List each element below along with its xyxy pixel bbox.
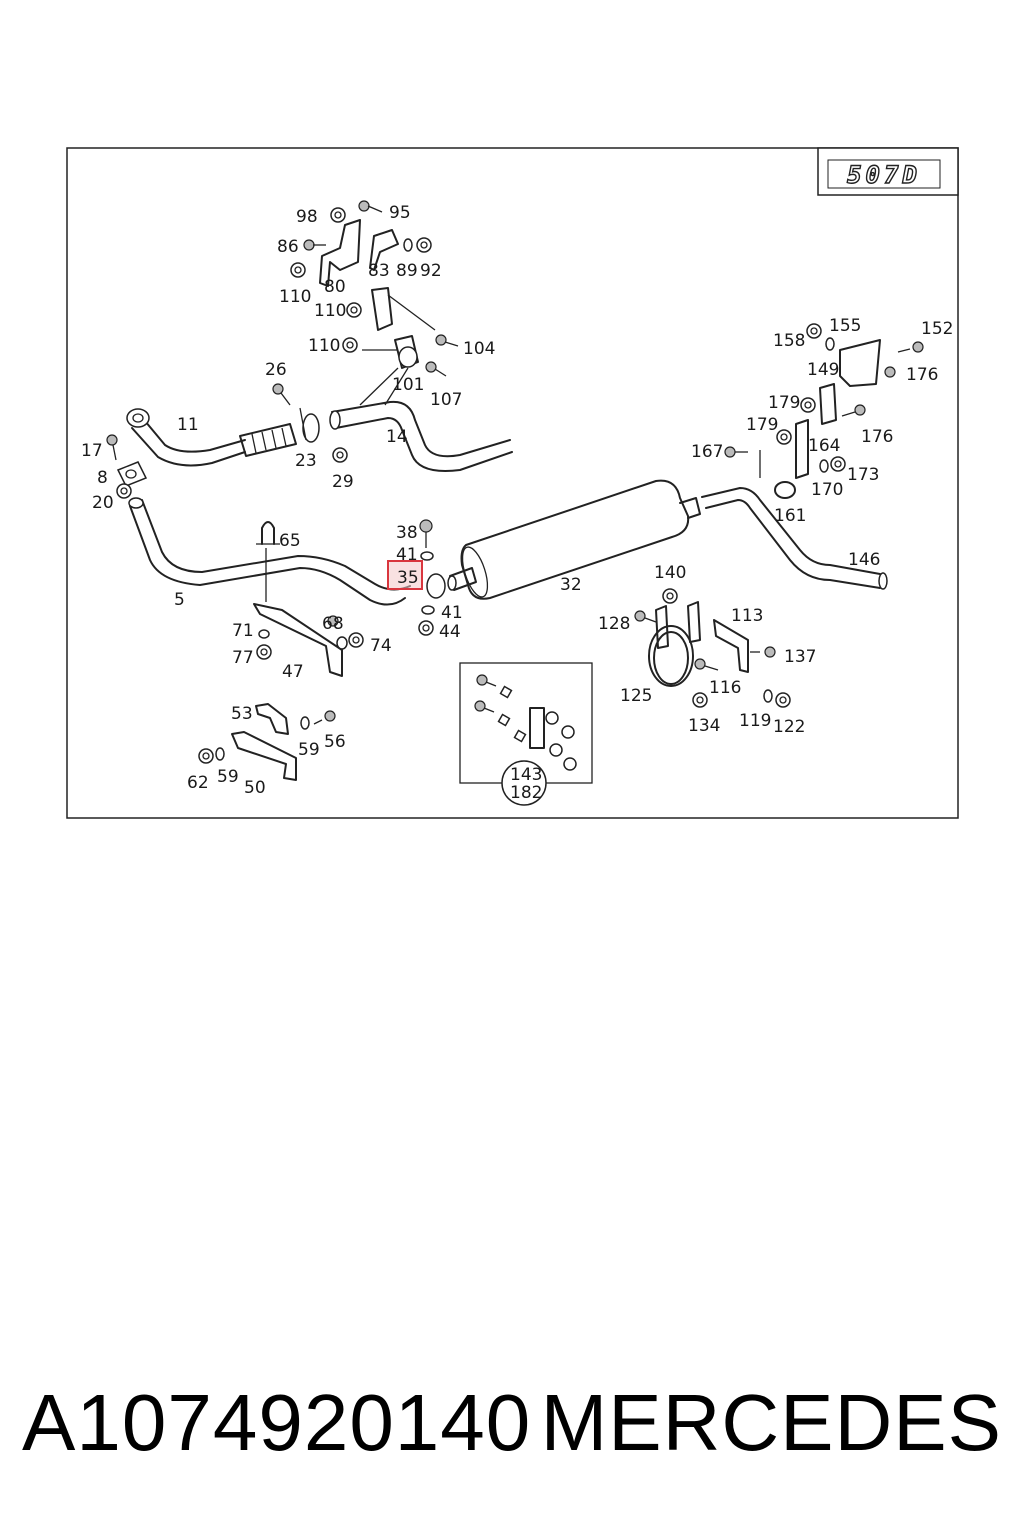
callout-119[interactable]: 119 bbox=[739, 711, 771, 731]
caption-bar: A1074920140 MERCEDES bbox=[0, 1368, 1024, 1478]
callout-62[interactable]: 62 bbox=[187, 773, 209, 793]
callout-101[interactable]: 101 bbox=[392, 375, 424, 395]
callout-158[interactable]: 158 bbox=[773, 331, 805, 351]
callout-59-b[interactable]: 59 bbox=[217, 767, 239, 787]
callout-56[interactable]: 56 bbox=[324, 732, 346, 752]
callout-38[interactable]: 38 bbox=[396, 523, 418, 543]
callout-176-a[interactable]: 176 bbox=[906, 365, 938, 385]
callout-68[interactable]: 68 bbox=[322, 614, 344, 634]
callout-128[interactable]: 128 bbox=[598, 614, 630, 634]
callout-86[interactable]: 86 bbox=[277, 237, 299, 257]
callout-113[interactable]: 113 bbox=[731, 606, 763, 626]
callout-140[interactable]: 140 bbox=[654, 563, 686, 583]
front-pipes bbox=[106, 383, 513, 781]
callout-143[interactable]: 143 bbox=[510, 765, 542, 785]
part-number: A1074920140 bbox=[22, 1378, 532, 1467]
callout-92[interactable]: 92 bbox=[420, 261, 442, 281]
part-highlight-box bbox=[387, 560, 423, 590]
callout-161[interactable]: 161 bbox=[774, 506, 806, 526]
callout-47[interactable]: 47 bbox=[282, 662, 304, 682]
callout-146[interactable]: 146 bbox=[848, 550, 880, 570]
callout-23[interactable]: 23 bbox=[295, 451, 317, 471]
callout-173[interactable]: 173 bbox=[847, 465, 879, 485]
callout-59-a[interactable]: 59 bbox=[298, 740, 320, 760]
rear-hanger-assembly bbox=[634, 588, 791, 708]
upper-rear-hanger-assembly bbox=[724, 323, 924, 499]
kit-callout-circle bbox=[501, 760, 547, 806]
callout-35[interactable]: 35 bbox=[397, 568, 419, 588]
callout-179-a[interactable]: 179 bbox=[768, 393, 800, 413]
callout-17[interactable]: 17 bbox=[81, 441, 103, 461]
brand-name: MERCEDES bbox=[540, 1378, 1002, 1467]
callout-107[interactable]: 107 bbox=[430, 390, 462, 410]
callout-65[interactable]: 65 bbox=[279, 531, 301, 551]
callout-110-a[interactable]: 110 bbox=[279, 287, 311, 307]
callout-182[interactable]: 182 bbox=[510, 783, 542, 803]
callout-170[interactable]: 170 bbox=[811, 480, 843, 500]
callout-179-b[interactable]: 179 bbox=[746, 415, 778, 435]
model-badge: 507D bbox=[817, 147, 959, 196]
callout-152[interactable]: 152 bbox=[921, 319, 953, 339]
callout-14[interactable]: 14 bbox=[386, 427, 408, 447]
callout-71[interactable]: 71 bbox=[232, 621, 254, 641]
callout-20[interactable]: 20 bbox=[92, 493, 114, 513]
exhaust-system-diagram: 507D bbox=[66, 147, 959, 819]
callout-11[interactable]: 11 bbox=[177, 415, 199, 435]
callout-164[interactable]: 164 bbox=[808, 436, 840, 456]
callout-80[interactable]: 80 bbox=[324, 277, 346, 297]
callout-125[interactable]: 125 bbox=[620, 686, 652, 706]
callout-176-b[interactable]: 176 bbox=[861, 427, 893, 447]
callout-50[interactable]: 50 bbox=[244, 778, 266, 798]
muffler-and-rear-pipe bbox=[447, 479, 888, 600]
model-badge-text: 507D bbox=[847, 161, 921, 189]
callout-110-b[interactable]: 110 bbox=[314, 301, 346, 321]
callout-83[interactable]: 83 bbox=[368, 261, 390, 281]
callout-29[interactable]: 29 bbox=[332, 472, 354, 492]
callout-95[interactable]: 95 bbox=[389, 203, 411, 223]
callout-149[interactable]: 149 bbox=[807, 360, 839, 380]
callout-134[interactable]: 134 bbox=[688, 716, 720, 736]
callout-89[interactable]: 89 bbox=[396, 261, 418, 281]
callout-104[interactable]: 104 bbox=[463, 339, 495, 359]
callout-32[interactable]: 32 bbox=[560, 575, 582, 595]
callout-labels: 98 95 86 83 89 92 80 110 110 104 110 101… bbox=[81, 203, 953, 803]
callout-41-a[interactable]: 41 bbox=[396, 545, 418, 565]
callout-98[interactable]: 98 bbox=[296, 207, 318, 227]
callout-41-b[interactable]: 41 bbox=[441, 603, 463, 623]
callout-26[interactable]: 26 bbox=[265, 360, 287, 380]
callout-53[interactable]: 53 bbox=[231, 704, 253, 724]
callout-5[interactable]: 5 bbox=[174, 590, 185, 610]
diagram-frame bbox=[66, 147, 959, 819]
callout-44[interactable]: 44 bbox=[439, 622, 461, 642]
callout-137[interactable]: 137 bbox=[784, 647, 816, 667]
callout-167[interactable]: 167 bbox=[691, 442, 723, 462]
callout-155[interactable]: 155 bbox=[829, 316, 861, 336]
callout-122[interactable]: 122 bbox=[773, 717, 805, 737]
hardware-kit-inset bbox=[459, 662, 593, 806]
callout-110-c[interactable]: 110 bbox=[308, 336, 340, 356]
callout-74[interactable]: 74 bbox=[370, 636, 392, 656]
callout-8[interactable]: 8 bbox=[97, 468, 108, 488]
callout-77[interactable]: 77 bbox=[232, 648, 254, 668]
callout-116[interactable]: 116 bbox=[709, 678, 741, 698]
upper-bracket-assembly bbox=[290, 200, 459, 406]
